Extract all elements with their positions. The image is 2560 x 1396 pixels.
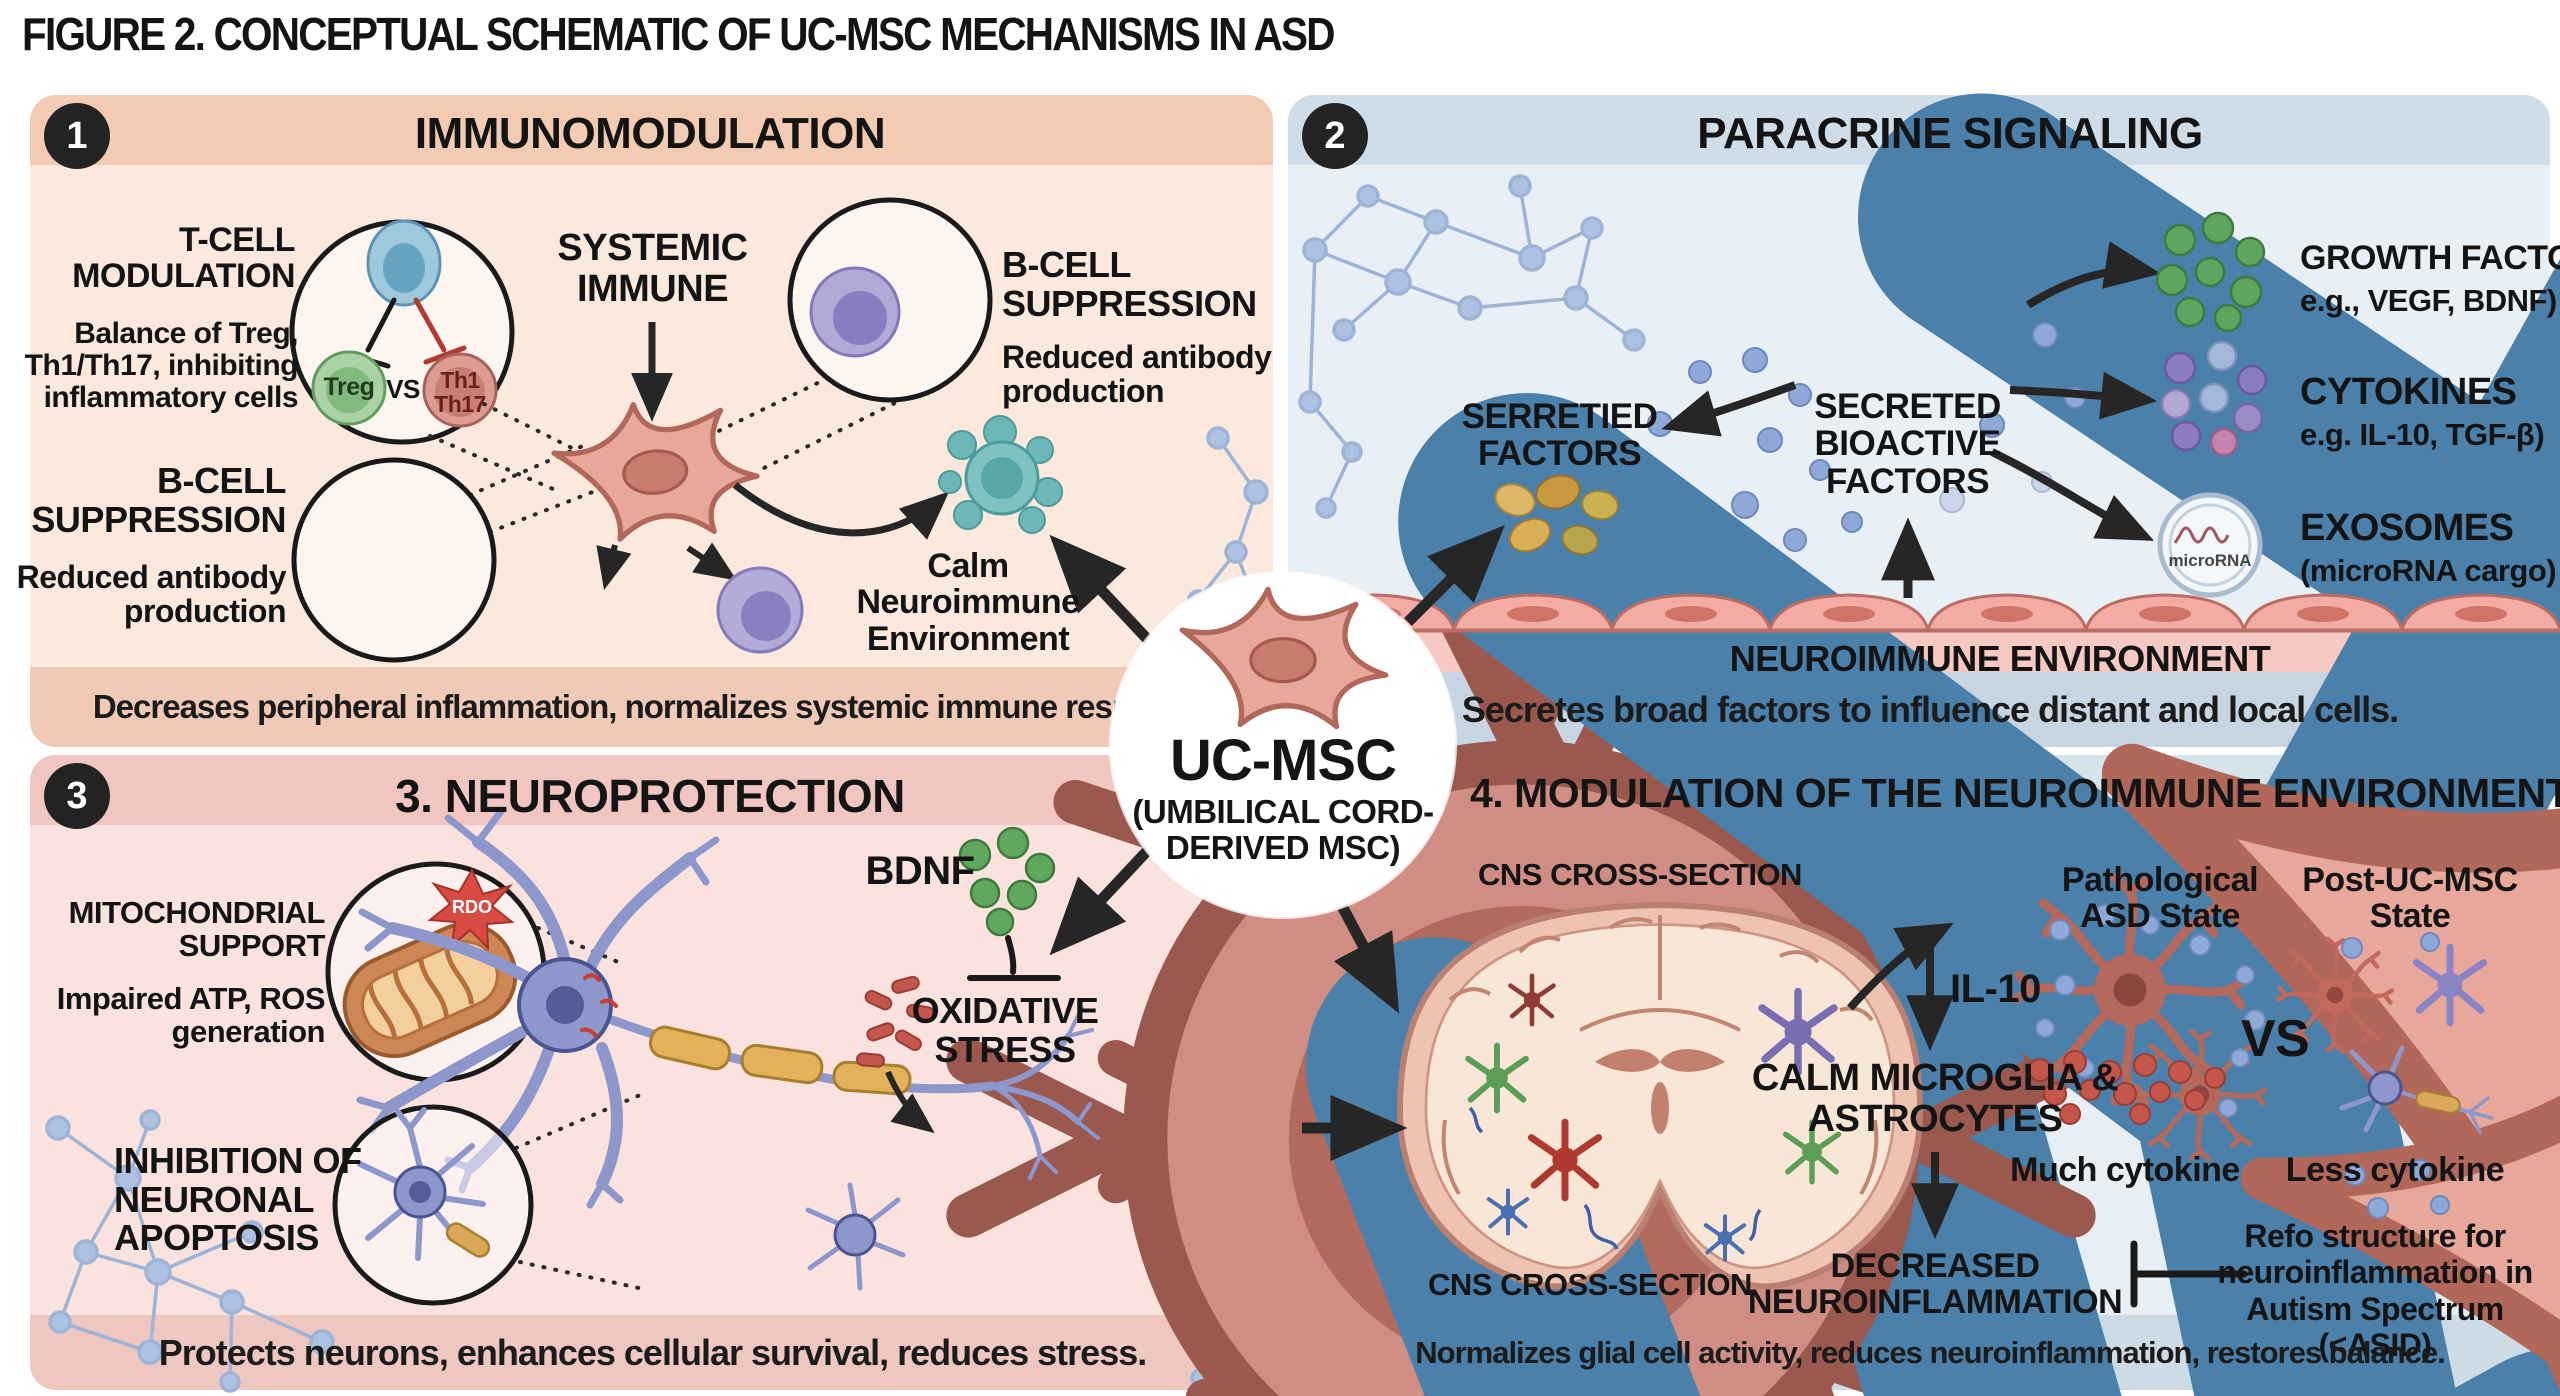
panel1-title: IMMUNOMODULATION	[414, 109, 886, 158]
panel-immunomodulation	[30, 95, 1273, 747]
bcell-bottom-desc: Reduced antibody production	[16, 559, 287, 630]
mitochondrial-support-desc: Impaired ATP, ROS generation	[56, 981, 326, 1050]
secreted-bioactive-label: SECRETED BIOACTIVE FACTORS	[1814, 387, 2001, 501]
microrna-label: microRNA	[2168, 551, 2252, 570]
panel3-caption: Protects neurons, enhances cellular surv…	[158, 1331, 1147, 1373]
cytokines-desc: e.g. IL-10, TGF-β)	[2300, 417, 2545, 452]
vs-comparison-label: VS	[2240, 1010, 2310, 1068]
apoptosis-label: INHIBITION OF NEURONAL APOPTOSIS	[114, 1140, 362, 1259]
growth-factors-desc: e.g., VEGF, BDNF)	[2300, 283, 2557, 318]
less-cytokine-label: Less cytokine	[2285, 1151, 2505, 1189]
treg-label: Treg	[323, 373, 375, 401]
panel2-title: PARACRINE SIGNALING	[1697, 109, 2203, 158]
uc-msc-subtitle: (UMBILICAL CORD-DERIVED MSC)	[1132, 793, 1434, 867]
bdnf-label: BDNF	[865, 849, 975, 893]
rdo-label: RDO	[452, 897, 492, 917]
tcell-modulation-desc: Balance of Treg, Th1/Th17, inhibiting in…	[24, 317, 299, 415]
serretied-factors-label: SERRETIED FACTORS	[1461, 397, 1658, 474]
il10-label: IL-10	[1950, 967, 2041, 1011]
panel4-title: 4. MODULATION OF THE NEUROIMMUNE ENVIRON…	[1470, 770, 2560, 816]
exosomes-title: EXOSOMES	[2300, 507, 2514, 549]
uc-msc-hub: UC-MSC (UMBILICAL CORD-DERIVED MSC)	[1111, 573, 1455, 917]
panel2-number-badge: 2	[1302, 103, 1368, 169]
decreased-neuroinflammation-label: DECREASED NEUROINFLAMMATION	[1747, 1247, 2123, 1322]
bcell-bottom-title: B-CELL SUPPRESSION	[31, 460, 286, 540]
panel2-number: 2	[1324, 114, 1346, 157]
th17-label: Th17	[434, 391, 486, 417]
calm-environment-label: Calm Neuroimmune Environment	[856, 547, 1080, 658]
systemic-immune-label: SYSTEMIC IMMUNE	[557, 227, 748, 310]
bcell-top-desc: Reduced antibody production	[1002, 339, 1272, 410]
panel2-caption: Secretes broad factors to influence dist…	[1461, 688, 2399, 730]
panel4-caption: Normalizes glial cell activity, reduces …	[1415, 1334, 2446, 1370]
post-ucmsc-state-label: Post-UC-MSC State	[2302, 861, 2518, 936]
tcell-modulation-title: T-CELL MODULATION	[72, 221, 295, 296]
cytokines-title: CYTOKINES	[2300, 371, 2517, 413]
exosomes-desc: (microRNA cargo)	[2300, 553, 2557, 588]
panel-neuroprotection	[30, 755, 1273, 1390]
th1-label: Th1	[440, 367, 480, 393]
panel3-number: 3	[66, 774, 88, 817]
uc-msc-cell-icon	[1168, 583, 1398, 733]
panel1-header-band	[30, 95, 1273, 165]
panel3-title: 3. NEUROPROTECTION	[395, 770, 905, 822]
cns-cross-section-bottom-label: CNS CROSS-SECTION	[1428, 1267, 1752, 1302]
oxidative-stress-label: OXIDATIVE STRESS	[911, 990, 1099, 1070]
bcell-top-title: B-CELL SUPPRESSION	[1002, 244, 1257, 324]
growth-factors-title: GROWTH FACTORS	[2300, 239, 2560, 277]
pathological-state-label: Pathological ASD State	[2061, 861, 2259, 936]
mitochondrial-support-title: MITOCHONDRIAL SUPPORT	[68, 895, 326, 964]
panel3-number-badge: 3	[44, 763, 110, 829]
panel1-number-badge: 1	[44, 103, 110, 169]
calm-microglia-label: CALM MICROGLIA & ASTROCYTES	[1751, 1057, 2119, 1140]
uc-msc-title: UC-MSC	[1170, 728, 1397, 793]
much-cytokine-label: Much cytokine	[2010, 1151, 2240, 1189]
figure-title: FIGURE 2. CONCEPTUAL SCHEMATIC OF UC-MSC…	[22, 8, 1336, 60]
panel1-number: 1	[66, 114, 88, 157]
cns-cross-section-top-label: CNS CROSS-SECTION	[1478, 857, 1802, 892]
panel1-caption: Decreases peripheral inflammation, norma…	[92, 688, 1213, 725]
